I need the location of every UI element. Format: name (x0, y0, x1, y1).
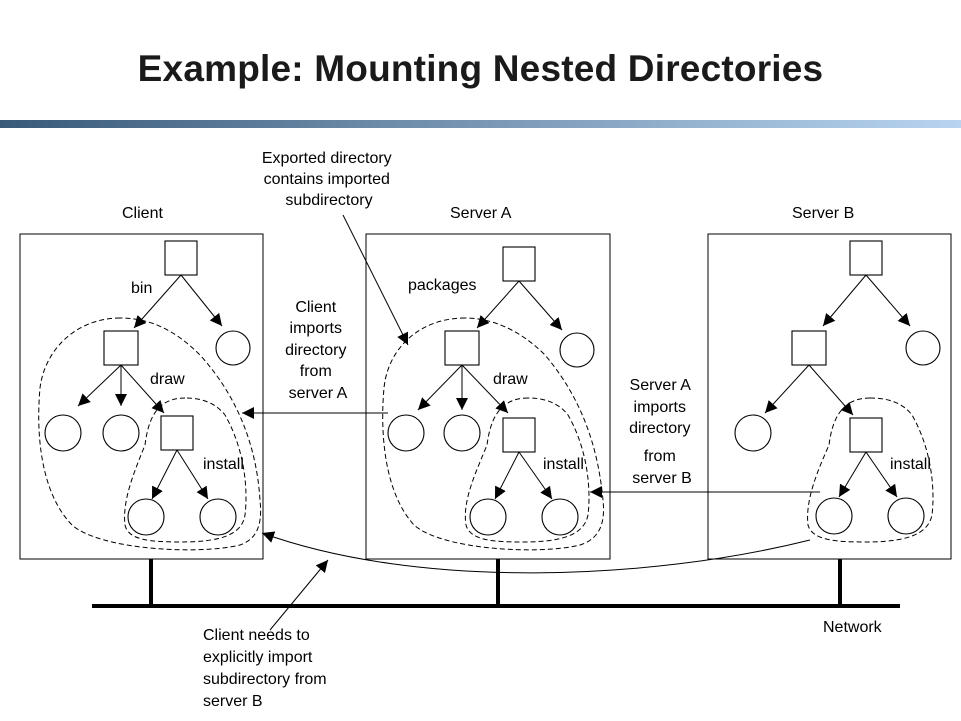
client-bin-mount-outline (38, 317, 262, 551)
server-b-file (734, 414, 772, 452)
server-b-root-dir (849, 240, 883, 276)
server-a-root-file (559, 332, 595, 368)
client-bin-dir (103, 330, 139, 366)
server-a-packages-file-1 (387, 414, 425, 452)
server-a-tree: packages draw install (382, 246, 604, 551)
client-root-file (215, 330, 251, 366)
server-a-label: Server A (450, 205, 512, 222)
client-imports-annotation: Client imports directory from server A (285, 299, 351, 402)
server-a-install-file-1 (469, 498, 507, 536)
server-a-install-label: install (543, 456, 584, 473)
server-a-root-dir (502, 246, 536, 282)
client-root-dir (164, 240, 198, 276)
server-b-root-file (905, 330, 941, 366)
server-b-install-file-2 (887, 497, 925, 535)
client-install-file-2 (199, 498, 237, 536)
client-draw-mount-outline (124, 397, 247, 543)
server-b-label: Server B (792, 205, 854, 222)
server-b-install-mount-outline (807, 397, 934, 543)
network-label: Network (823, 619, 883, 636)
client-draw-label: draw (150, 371, 185, 388)
title-divider (0, 120, 961, 128)
server-b-tree: install (734, 240, 941, 543)
server-a-draw-label: draw (493, 371, 528, 388)
server-a-packages-dir (444, 330, 480, 366)
client-draw-dir (160, 415, 194, 451)
bin-label: bin (131, 280, 152, 297)
client-label: Client (122, 205, 163, 222)
packages-label: packages (408, 277, 477, 294)
client-needs-annotation: Client needs to explicitly import subdir… (203, 627, 331, 710)
server-a-packages-mount-outline (382, 317, 604, 551)
client-tree: bin draw install (38, 240, 262, 551)
server-b-install-dir (849, 417, 883, 453)
client-bin-file-2 (102, 414, 140, 452)
page-title: Example: Mounting Nested Directories (137, 48, 824, 89)
server-b-dir (791, 330, 827, 366)
server-b-install-file-1 (815, 497, 853, 535)
server-a-install-file-2 (541, 498, 579, 536)
server-a-imports-annotation: Server A imports directory from server B (629, 377, 695, 487)
client-bin-file-1 (44, 414, 82, 452)
client-install-file-1 (127, 498, 165, 536)
exported-annotation: Exported directory contains imported sub… (262, 150, 396, 209)
server-b-install-label: install (890, 456, 931, 473)
server-a-draw-dir (502, 417, 536, 453)
client-install-label: install (203, 456, 244, 473)
server-a-packages-file-2 (443, 414, 481, 452)
exported-annotation-pointer (342, 214, 409, 346)
client-needs-annotation-pointer (269, 559, 329, 631)
client-direct-import-arrow (261, 531, 811, 574)
